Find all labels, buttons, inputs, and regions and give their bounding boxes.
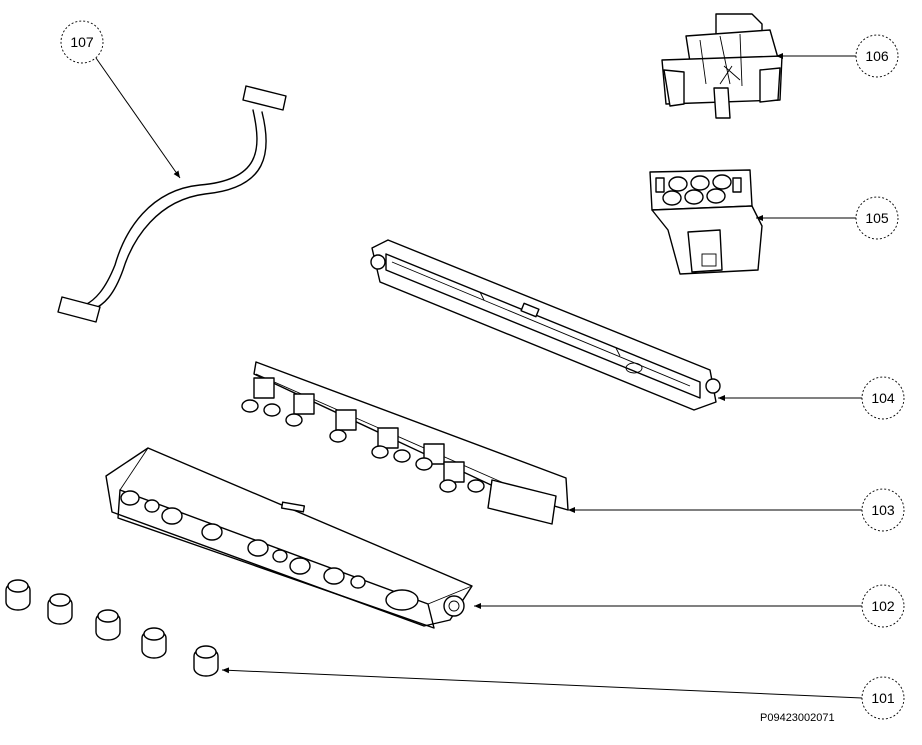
callout-106-label: 106	[865, 48, 889, 64]
callout-105-label: 105	[865, 210, 889, 226]
button-cap-3	[95, 609, 121, 641]
part-103-circuit-board	[241, 361, 569, 525]
switch-group	[241, 377, 485, 493]
drawing-code: P09423002071	[760, 712, 835, 724]
leader-lines	[95, 53, 863, 699]
callout-107-label: 107	[70, 34, 94, 50]
part-106-connector-housing	[661, 13, 783, 119]
callout-101: 101	[861, 676, 905, 720]
part-101-push-buttons	[5, 579, 219, 677]
callout-107: 107	[60, 20, 104, 64]
part-107-ribbon-cable	[57, 85, 287, 323]
leader-101	[221, 667, 863, 699]
button-cap-5	[193, 645, 219, 677]
part-105-six-pin-connector	[649, 169, 763, 275]
button-cap-4	[141, 627, 167, 659]
button-cap-2	[47, 593, 73, 625]
part-102-front-bezel	[105, 447, 473, 629]
part-104-frame-bracket	[370, 239, 721, 411]
callout-103-label: 103	[871, 502, 895, 518]
callout-105: 105	[855, 196, 899, 240]
button-cap-1	[5, 579, 31, 611]
callout-104: 104	[861, 376, 905, 420]
callout-102-label: 102	[871, 598, 895, 614]
callout-103: 103	[861, 488, 905, 532]
callout-104-label: 104	[871, 390, 895, 406]
callout-102: 102	[861, 584, 905, 628]
callout-106: 106	[855, 34, 899, 78]
leader-107	[95, 57, 181, 179]
callout-101-label: 101	[871, 690, 895, 706]
